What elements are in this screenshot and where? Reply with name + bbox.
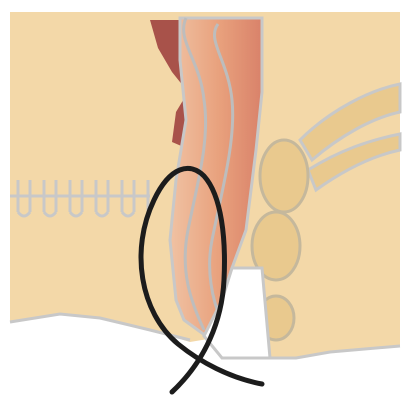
gland-upper [260, 140, 308, 212]
